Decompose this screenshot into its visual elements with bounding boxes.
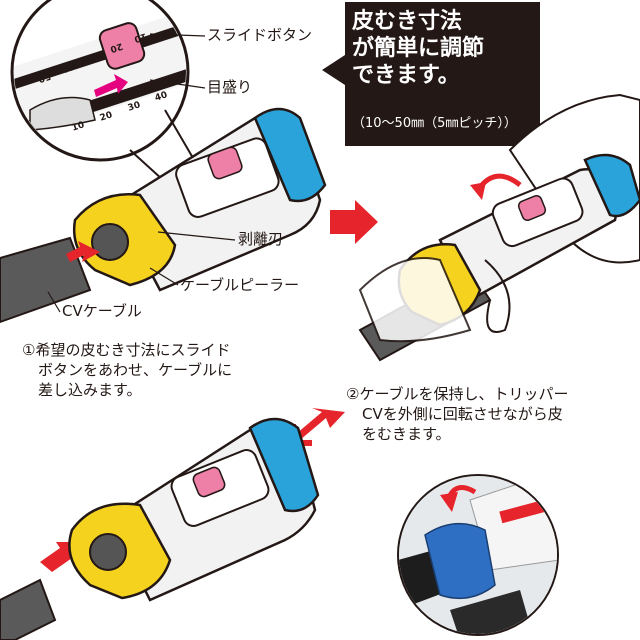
step2-line-3: をむきます。 — [362, 425, 451, 443]
photo-inset — [397, 474, 559, 636]
magnifier — [10, 0, 201, 201]
callout-line-3: できます。 — [352, 63, 460, 88]
step1-line-3: 差し込みます。 — [38, 381, 142, 399]
callout-text: 皮むき寸法 が簡単に調節 できます。 — [352, 8, 537, 89]
tool-illustration-1 — [0, 33, 327, 324]
label-cv-cable: CVケーブル — [62, 302, 142, 320]
label-scale: 目盛り — [207, 78, 253, 96]
callout-line-2: が簡単に調節 — [352, 36, 485, 61]
step-arrow-down-left — [290, 408, 345, 446]
step2-line-2: CVを外側に回転させながら皮 — [362, 405, 563, 423]
label-cable-peeler: ケーブルピーラー — [180, 276, 300, 294]
label-slide-button: スライドボタン — [207, 26, 313, 44]
callout-range: （10～50㎜（5㎜ピッチ）） — [352, 116, 517, 131]
tool-illustration-2 — [358, 93, 640, 362]
callout-box — [322, 2, 540, 146]
step-arrow-right — [330, 200, 378, 244]
step1-line-2: ボタンをあわせ、ケーブルに — [38, 361, 233, 379]
step2-text: ②ケーブルを保持し、トリッパー CVを外側に回転させながら皮 をむきます。 — [346, 384, 569, 444]
step1-line-1: ①希望の皮むき寸法にスライド — [22, 341, 231, 359]
step1-text: ①希望の皮むき寸法にスライド ボタンをあわせ、ケーブルに 差し込みます。 — [22, 340, 232, 400]
tool-illustration-3 — [0, 417, 320, 640]
callout-line-1: 皮むき寸法 — [352, 9, 463, 34]
step2-line-1: ②ケーブルを保持し、トリッパー — [346, 385, 569, 403]
label-blade: 剥離刃 — [238, 230, 284, 248]
